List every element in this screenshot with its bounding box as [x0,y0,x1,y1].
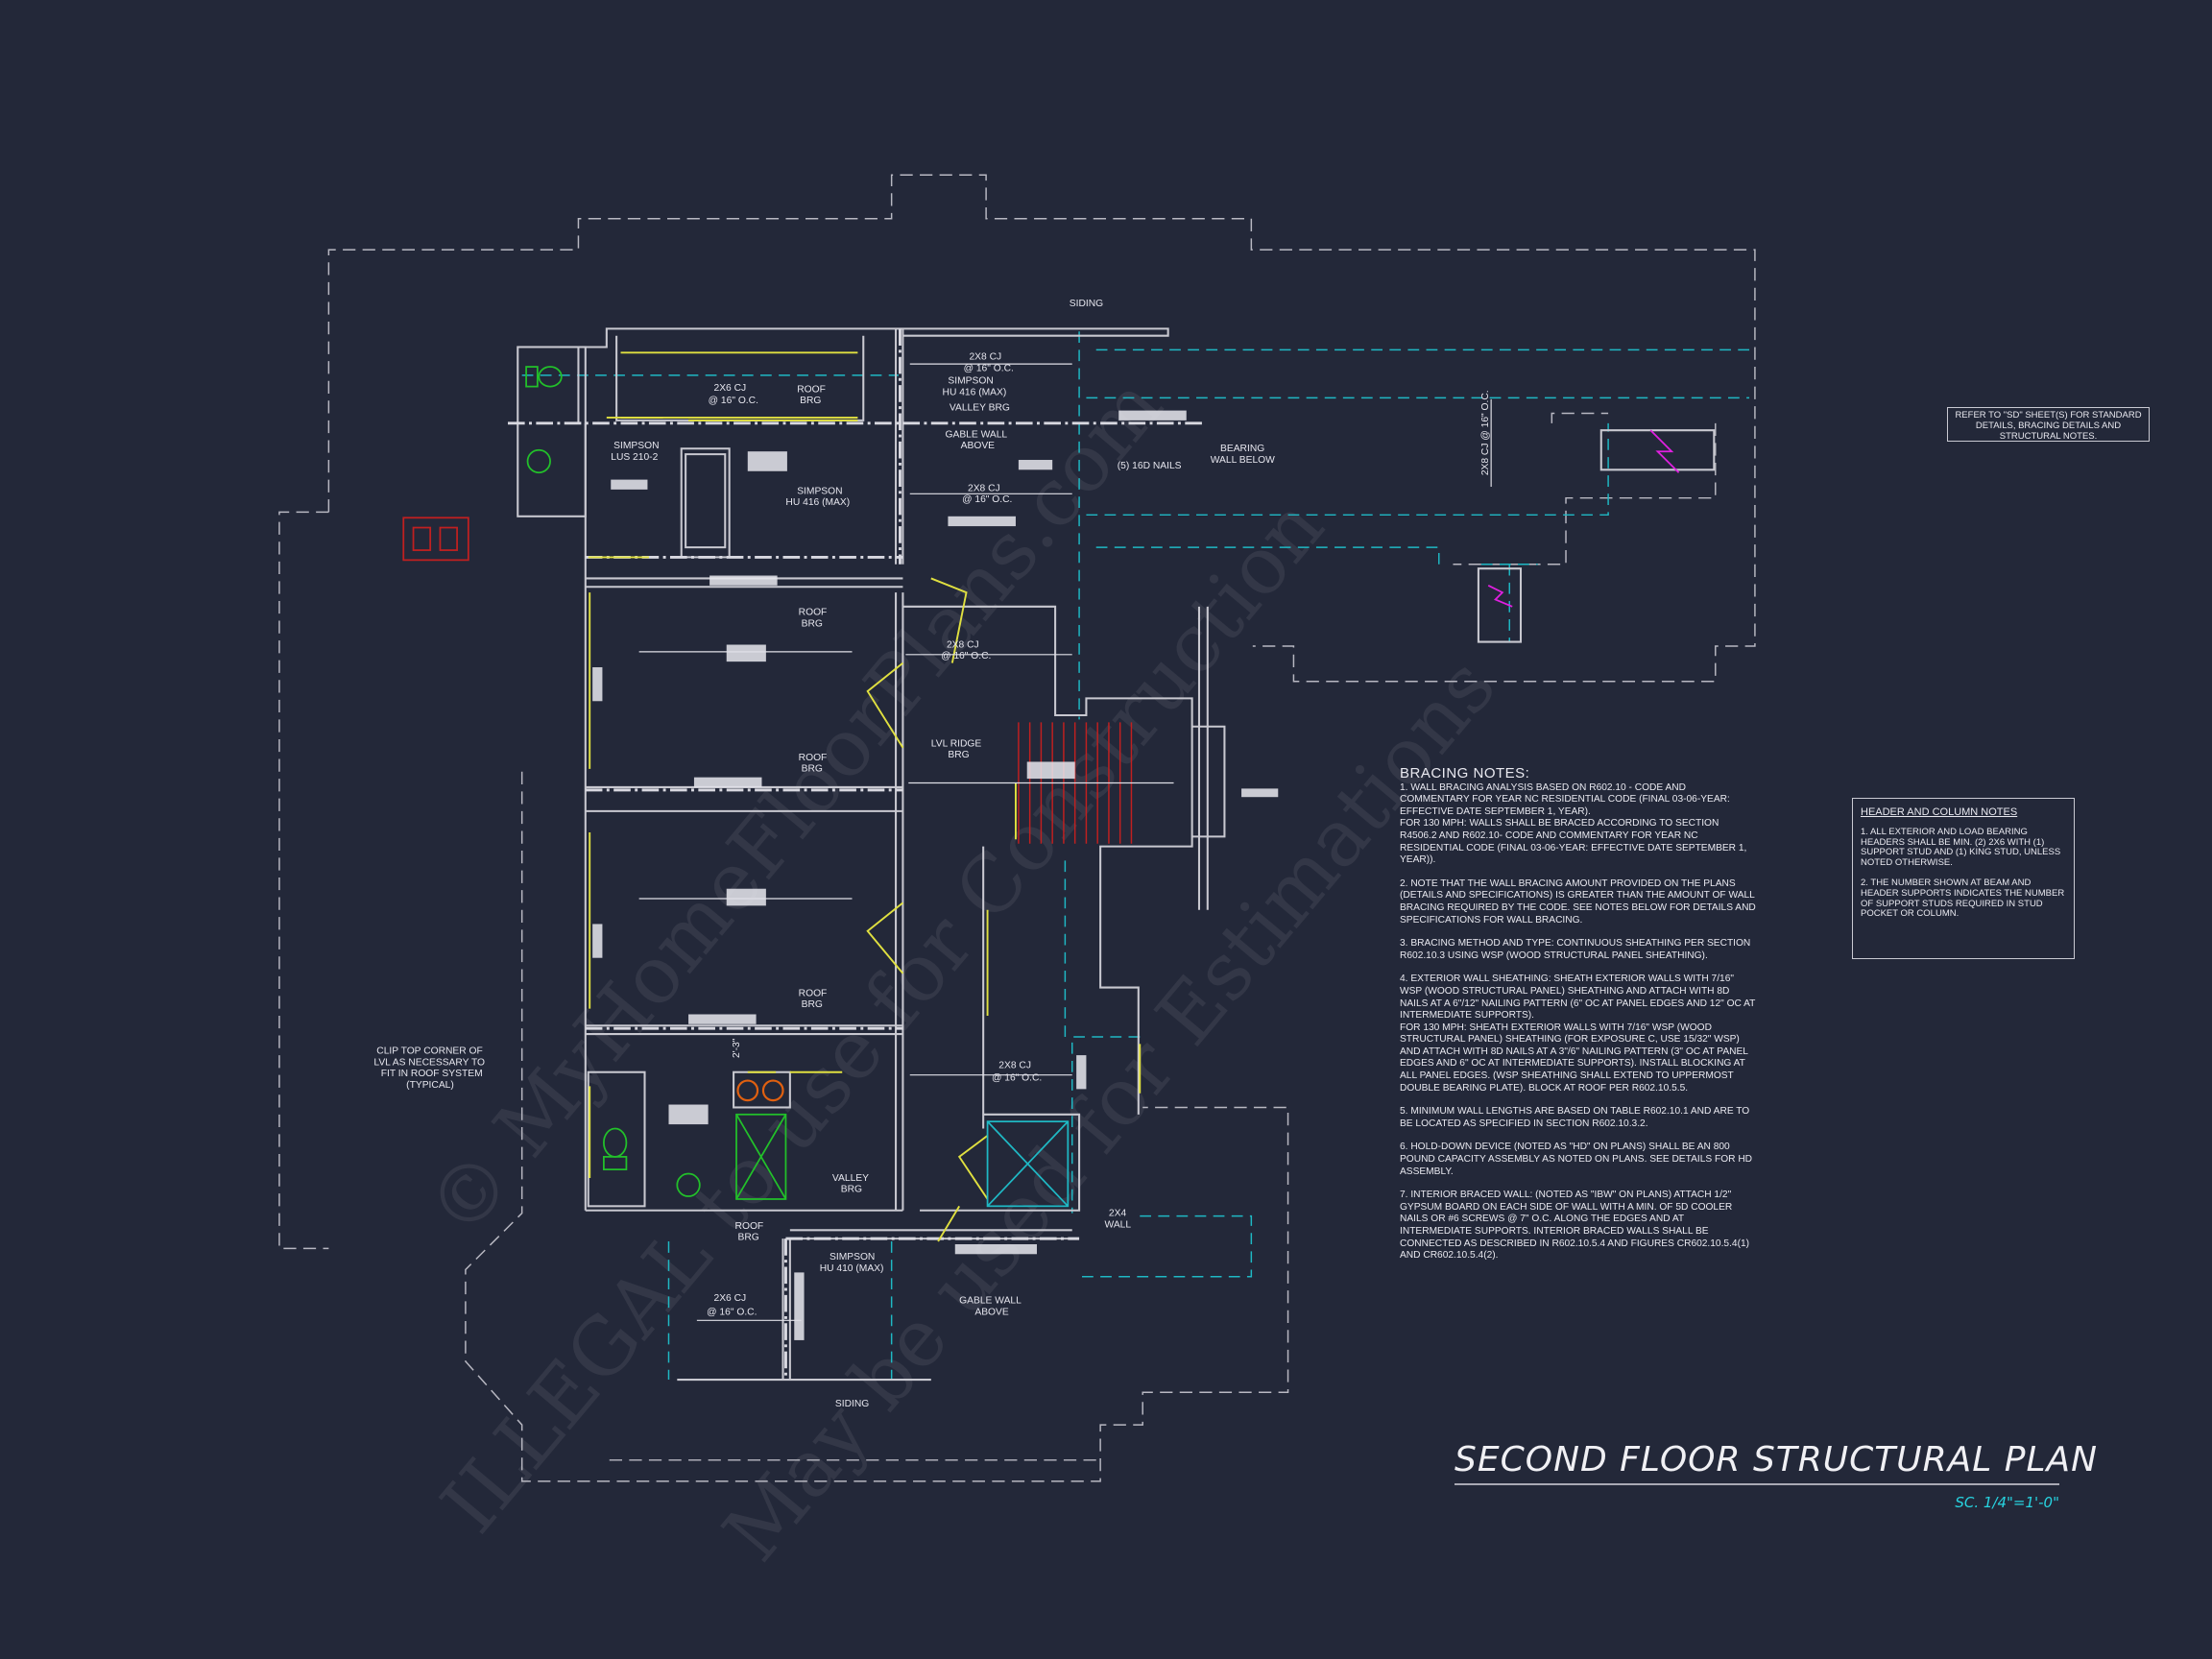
header-note: 2. THE NUMBER SHOWN AT BEAM AND HEADER S… [1861,877,2065,920]
bracing-note: 1. WALL BRACING ANALYSIS BASED ON R602.1… [1400,781,1730,817]
refer-note-box: REFER TO "SD" SHEET(S) FOR STANDARD DETA… [1947,407,2150,442]
label-simpson: SIMPSON [948,376,993,387]
label-roof-brg: BRG [800,396,821,406]
drawing-scale: SC. 1/4"=1'-0" [1955,1494,2059,1511]
label-siding-bottom: SIDING [835,1399,869,1409]
label-clip-note: FIT IN ROOF SYSTEM [381,1069,483,1079]
label-cj: 2x8 CJ [947,639,979,650]
label-cj-spacing: @ 16" O.C. [709,396,758,406]
bracing-note: 6. HOLD-DOWN DEVICE (NOTED AS "HD" ON PL… [1400,1142,1753,1177]
bracing-notes: BRACING NOTES: 1. WALL BRACING ANALYSIS … [1400,765,1757,1274]
label-dimension: 2'-3" [732,1038,742,1058]
bracing-note: FOR 130 MPH: WALLS SHALL BE BRACED ACCOR… [1400,818,1747,866]
plan-annotations: SIDING 2x8 CJ @ 16" O.C. SIMPSON HU 416 … [373,299,1491,1409]
header-note: 1. ALL EXTERIOR AND LOAD BEARING HEADERS… [1861,826,2061,869]
label-cj-spacing: @ 16" O.C. [962,494,1012,505]
label-cj-spacing: @ 16" O.C. [707,1307,757,1317]
bracing-note: 3. BRACING METHOD AND TYPE: CONTINUOUS S… [1400,938,1751,961]
label-gable-wall: ABOVE [974,1307,1009,1317]
bracing-note: 2. NOTE THAT THE WALL BRACING AMOUNT PRO… [1400,878,1756,926]
header-column-notes: HEADER AND COLUMN NOTES 1. ALL EXTERIOR … [1852,798,2075,959]
label-roof-brg: BRG [802,764,823,775]
label-clip-note: (TYPICAL) [406,1080,454,1091]
label-simpson-model: HU 410 (MAX) [820,1263,884,1274]
label-roof-brg: ROOF [799,988,828,998]
label-roof-brg: ROOF [799,753,828,763]
label-cj-spacing: @ 16" O.C. [941,651,991,661]
shower [986,1120,1070,1208]
label-2x4-wall: 2x4 [1109,1209,1127,1219]
beams [507,328,1207,1381]
joist-span-arrows [638,363,1492,1321]
laundry-appliances [736,1079,784,1102]
label-lvl-ridge: BRG [948,750,969,760]
label-simpson: SIMPSON [613,441,659,451]
label-simpson-model: LUS 210-2 [611,452,658,463]
label-valley-brg: VALLEY BRG [950,403,1010,414]
hold-down-marks [1487,429,1680,608]
label-roof-brg: ROOF [797,384,826,395]
label-nails: (5) 16d NAILS [1118,461,1182,471]
beam-tags [592,410,1279,1340]
label-simpson: SIMPSON [830,1252,875,1262]
label-lvl-ridge: LVL RIDGE [931,738,982,749]
label-cj-spacing: @ 16" O.C. [964,363,1014,373]
label-roof-brg: ROOF [799,608,828,618]
bracing-note: 4. EXTERIOR WALL SHEATHING: SHEATH EXTER… [1400,974,1756,1022]
label-cj: 2x6 CJ [714,383,747,394]
label-cj-spacing: @ 16" O.C. [992,1073,1042,1084]
label-simpson-model: HU 416 (MAX) [943,387,1007,397]
label-bearing-wall: WALL BELOW [1211,455,1275,466]
drawing-title: SECOND FLOOR STRUCTURAL PLAN [1455,1440,2097,1485]
label-clip-note: LVL AS NECESSARY TO [373,1057,485,1068]
bracing-note: 5. MINIMUM WALL LENGTHS ARE BASED ON TAB… [1400,1106,1750,1129]
roof-outline-dashed [278,174,1756,1482]
yellow-headers-doors [588,351,1142,1242]
label-cj: 2x8 CJ [998,1060,1031,1070]
label-gable-wall: GABLE WALL [959,1296,1022,1307]
chimney [402,517,469,562]
label-gable-wall: ABOVE [961,441,996,451]
label-roof-brg: BRG [802,618,823,629]
label-siding-top: SIDING [1070,299,1103,309]
label-cj: 2x8 CJ [968,483,1000,493]
label-bearing-wall: BEARING [1220,444,1264,454]
label-cj: 2x8 CJ [969,352,1001,363]
label-valley-brg: VALLEY [832,1173,869,1184]
label-simpson-model: HU 416 (MAX) [785,497,850,508]
watermark: © MyHomeFloorPlans.com ILLEGAL to use fo… [410,361,1513,1578]
label-clip-note: CLIP TOP CORNER OF [376,1046,482,1057]
bracing-note: FOR 130 MPH: SHEATH EXTERIOR WALLS WITH … [1400,1022,1748,1094]
bracing-notes-title: BRACING NOTES: [1400,765,1530,781]
label-roof-brg: BRG [802,999,823,1010]
label-gable-wall: GABLE WALL [945,430,1007,441]
label-2x4-wall: WALL [1105,1219,1132,1230]
plumbing-fixtures [525,366,787,1200]
label-cj: 2x6 CJ [714,1293,747,1304]
label-cj-vertical: 2x8 CJ @ 16" O.C. [1480,390,1491,475]
label-roof-brg: ROOF [735,1221,764,1232]
label-simpson: SIMPSON [797,486,842,496]
bracing-note: 7. INTERIOR BRACED WALL: (NOTED AS "IBW"… [1400,1190,1750,1262]
label-valley-brg: BRG [841,1185,862,1195]
header-notes-title: HEADER AND COLUMN NOTES [1861,806,2018,818]
label-roof-brg: BRG [737,1233,758,1243]
